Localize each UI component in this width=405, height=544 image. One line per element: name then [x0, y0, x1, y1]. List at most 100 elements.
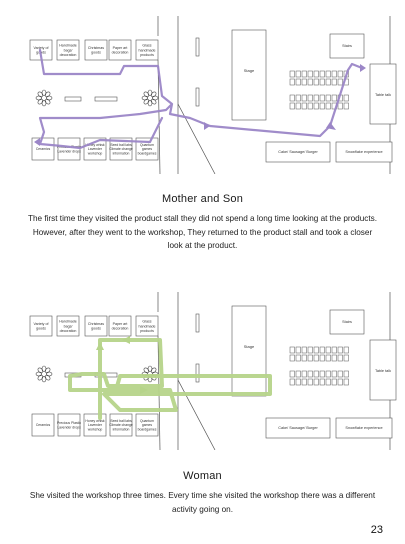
seat — [325, 78, 331, 86]
seat — [289, 346, 295, 354]
stall-label: Ceramics — [36, 423, 51, 427]
seat — [319, 70, 325, 78]
food-box — [265, 141, 331, 163]
pillar — [195, 363, 200, 383]
stall-box — [57, 413, 81, 437]
stall-box — [135, 413, 159, 437]
seat — [301, 378, 307, 386]
stage-box — [231, 305, 267, 397]
experience-box — [335, 417, 393, 439]
seat — [301, 370, 307, 378]
stall-box — [84, 315, 108, 337]
stall-label: boardgames — [138, 152, 157, 156]
floor-plan-a-svg: Variety ofgoodsHandmadebags/decorationCh… — [29, 16, 397, 174]
stall-label: Glass — [142, 320, 151, 324]
stall-label: handmade — [139, 324, 156, 328]
stall-label: Christmas — [88, 322, 104, 326]
seat — [301, 346, 307, 354]
stall-label: Quantum — [140, 419, 154, 423]
food-label: Cake/ Sausage/ Burger — [278, 426, 318, 430]
seat — [319, 102, 325, 110]
stage-box — [231, 29, 267, 121]
seat — [313, 354, 319, 362]
seat — [313, 370, 319, 378]
seat — [307, 102, 313, 110]
stall-box — [108, 39, 132, 61]
stall-label: information — [113, 152, 130, 156]
seat — [331, 370, 337, 378]
food-label: Cake/ Sausage/ Burger — [278, 150, 318, 154]
stall-label: Christmas — [88, 46, 104, 50]
table-talk-label: Table talk — [375, 369, 391, 373]
seat — [313, 78, 319, 86]
seat — [295, 70, 301, 78]
stall-label: workshop — [88, 152, 103, 156]
seat — [289, 378, 295, 386]
table-talk-label: Table talk — [375, 93, 391, 97]
path-arrow-icon — [34, 138, 40, 146]
seat — [343, 354, 349, 362]
stall-label: bags/ — [64, 48, 73, 52]
stall-label: decoration — [60, 329, 77, 333]
experience-label: Snowflake experience — [345, 426, 382, 430]
seat — [337, 378, 343, 386]
flower-decoration-icon — [141, 89, 159, 107]
seat — [337, 346, 343, 354]
stall-label: Lavender — [88, 147, 103, 151]
divider-line — [177, 103, 216, 174]
seat — [301, 102, 307, 110]
divider-line — [177, 379, 216, 450]
stall-label: Honey whisk — [85, 143, 105, 147]
seat — [325, 370, 331, 378]
stall-label: goods — [91, 51, 101, 55]
seat — [307, 370, 313, 378]
stall-box — [135, 137, 159, 161]
stall-label: Glass — [142, 44, 151, 48]
stall-label: Seed ball labs — [110, 419, 132, 423]
seat — [289, 94, 295, 102]
seat — [313, 346, 319, 354]
seat — [307, 378, 313, 386]
seat — [313, 102, 319, 110]
stall-label: Seed ball labs — [110, 143, 132, 147]
path-arrow-icon — [140, 386, 148, 394]
stall-label: decoration — [112, 51, 129, 55]
table-talk-box — [369, 63, 397, 125]
stall-box — [29, 315, 53, 337]
stairs-box — [329, 309, 365, 335]
path-arrow-icon — [326, 122, 336, 130]
experience-box — [335, 141, 393, 163]
seat — [295, 102, 301, 110]
seat — [295, 378, 301, 386]
divider-line — [157, 59, 161, 174]
stall-label: bags/ — [64, 324, 73, 328]
seat — [343, 94, 349, 102]
stall-label: Ceramics — [36, 147, 51, 151]
stall-label: workshop — [88, 428, 103, 432]
seat — [319, 346, 325, 354]
path-arrow-icon — [122, 336, 130, 344]
bench — [64, 96, 82, 102]
visitor-path — [38, 48, 364, 150]
stall-box — [56, 315, 80, 337]
stall-label: goods — [36, 327, 46, 331]
seat — [331, 354, 337, 362]
stall-label: decoration — [60, 53, 77, 57]
seat — [289, 102, 295, 110]
pillar — [195, 37, 200, 57]
seat — [301, 94, 307, 102]
stall-label: information — [113, 428, 130, 432]
stage-label: Stage — [244, 344, 255, 349]
stall-label: Lavender — [88, 423, 103, 427]
stall-box — [109, 413, 133, 437]
stall-label: Climate change — [109, 147, 133, 151]
seat — [313, 378, 319, 386]
seat — [307, 94, 313, 102]
seat — [295, 94, 301, 102]
seat — [319, 354, 325, 362]
section-a-body: The first time they visited the product … — [27, 214, 378, 250]
seat — [289, 70, 295, 78]
bench — [94, 96, 118, 102]
pillar — [195, 313, 200, 333]
